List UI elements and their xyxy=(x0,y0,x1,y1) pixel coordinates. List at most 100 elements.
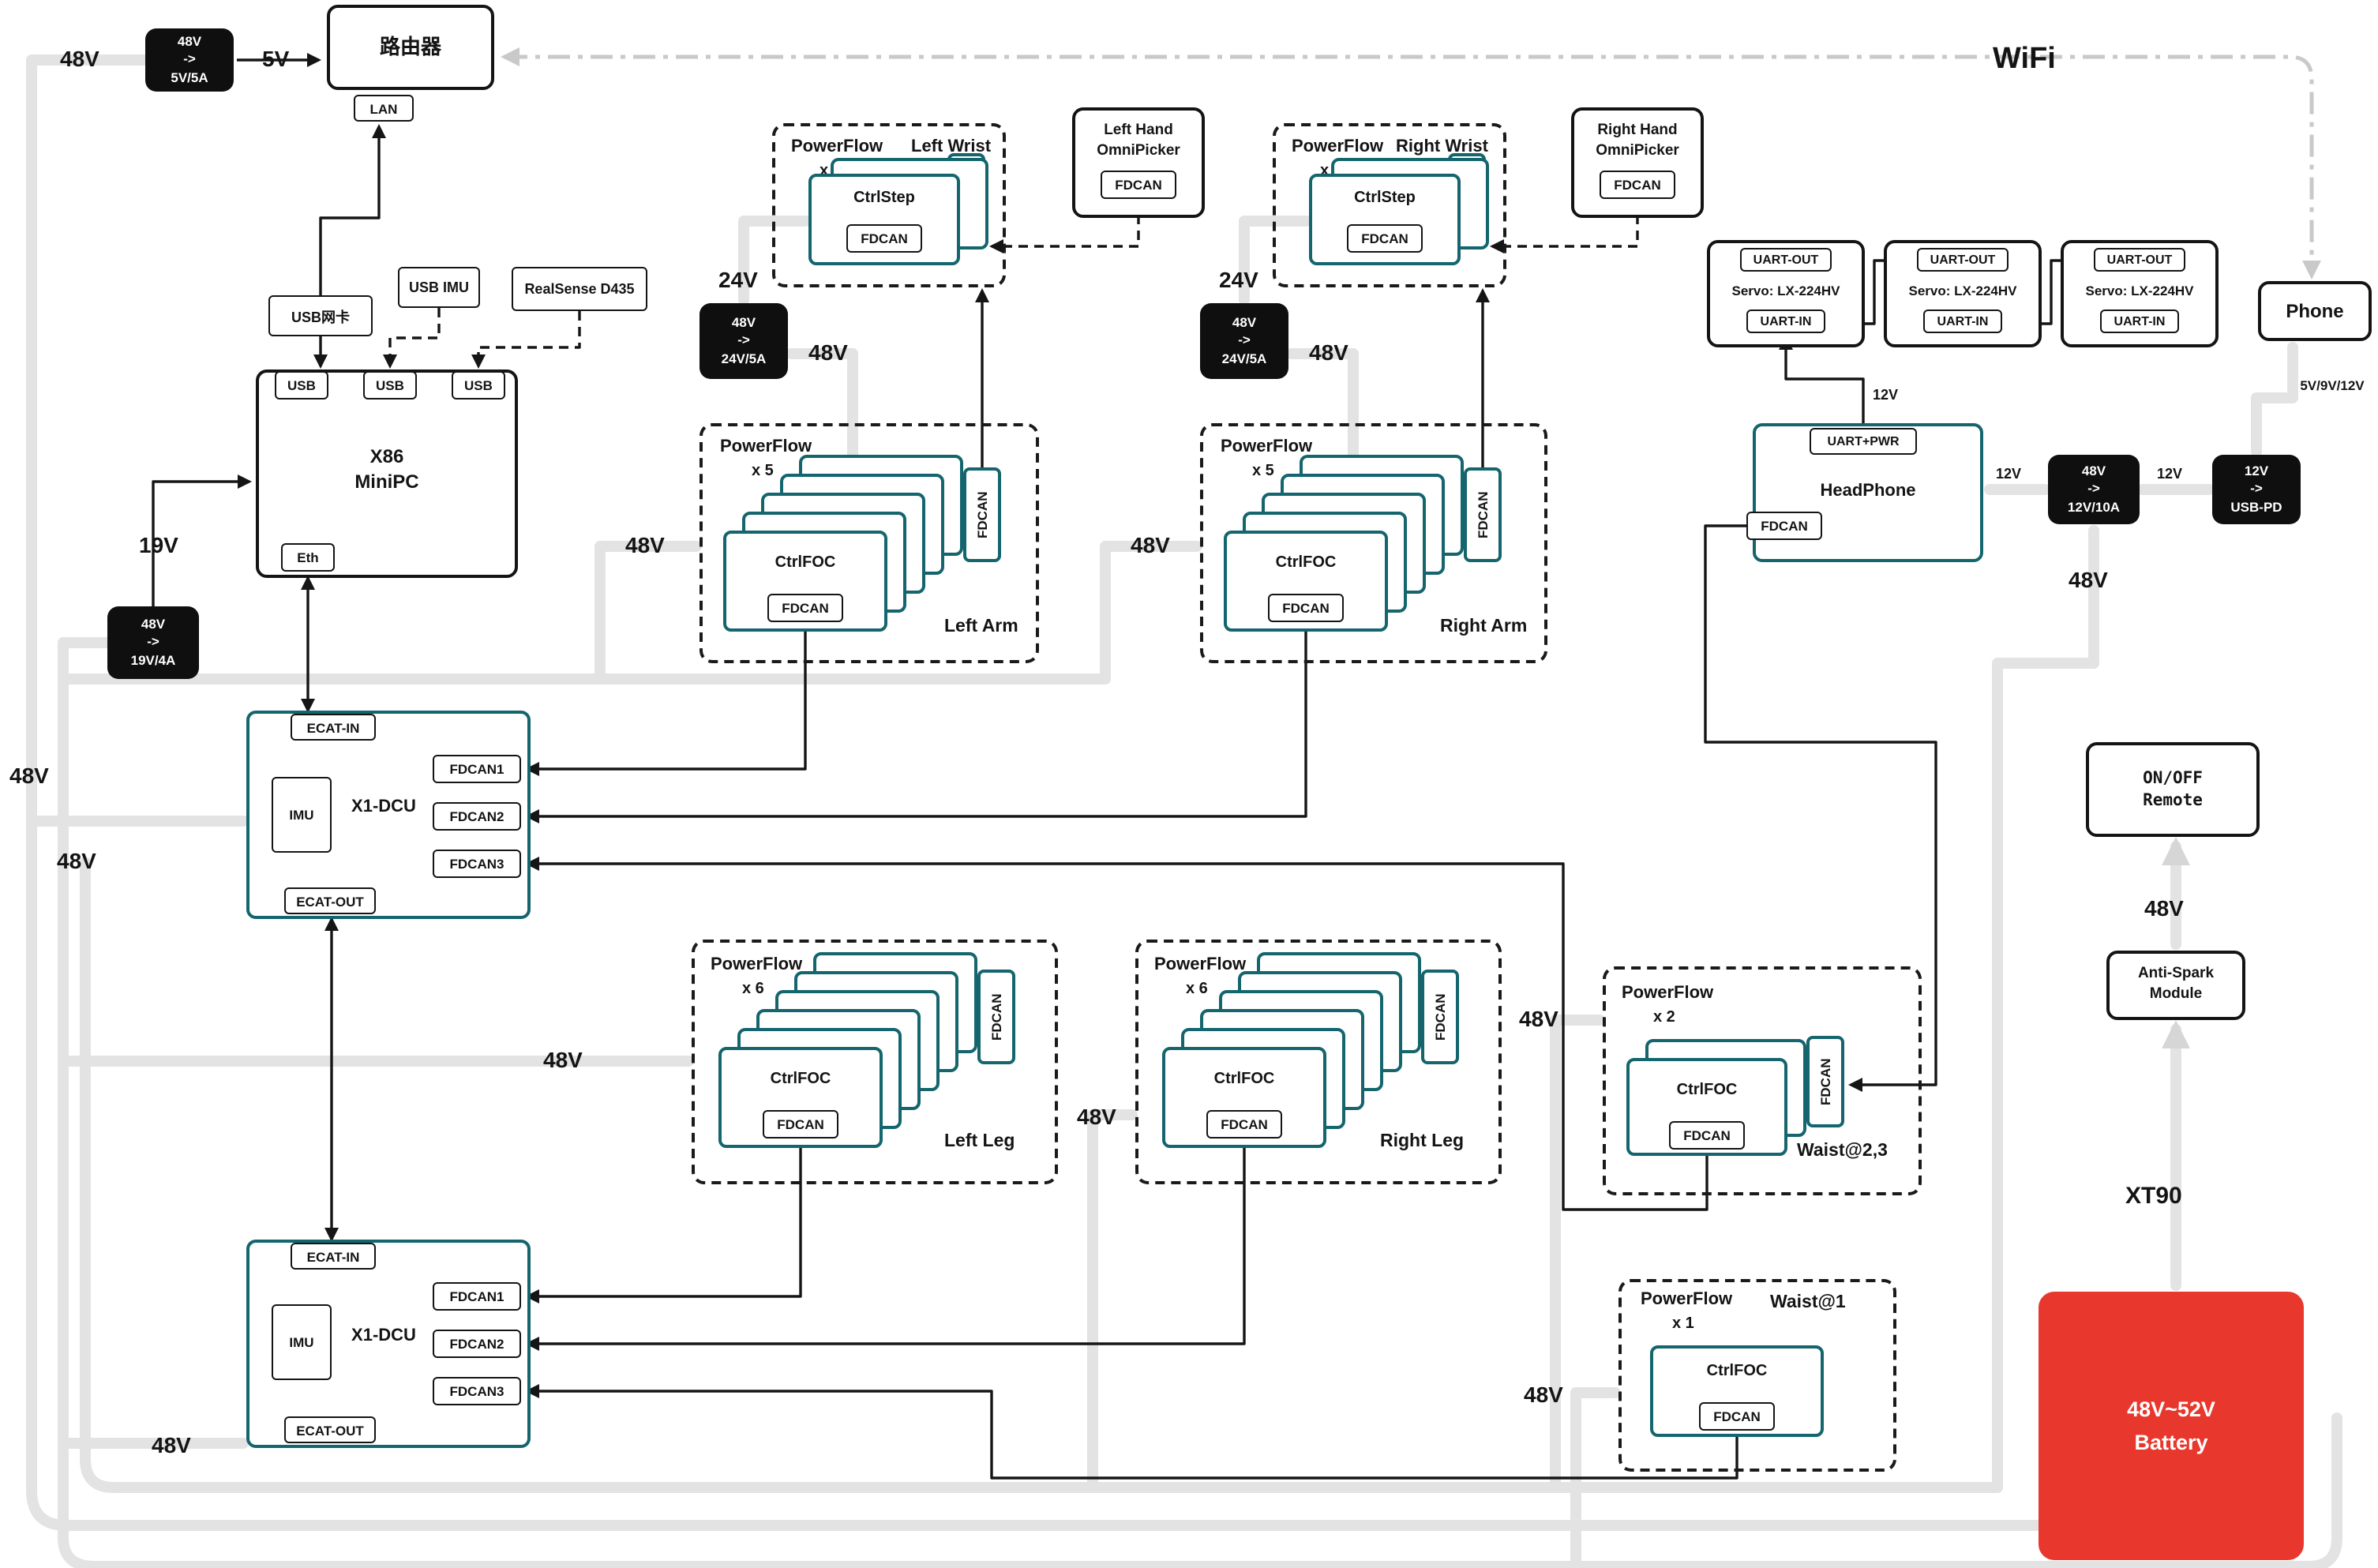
powerflow-count: x 6 xyxy=(1186,981,1208,998)
uart-out-port: UART-OUT xyxy=(1917,248,2009,272)
label-48v-edge: 48V xyxy=(9,763,49,788)
dcu2-ecat-in-port: ECAT-IN xyxy=(291,1243,376,1270)
minipc-title-2: MiniPC xyxy=(354,471,419,493)
converter-out: 24V/5A xyxy=(1221,350,1267,366)
converter-48v-to-24v-left: 48V -> 24V/5A xyxy=(700,303,788,379)
converter-in: 48V xyxy=(141,616,166,632)
ctrlfoc-label: CtrlFOC xyxy=(1275,554,1337,572)
hand-type: OmniPicker xyxy=(1097,141,1180,159)
label-48v-top: 48V xyxy=(60,46,99,71)
label-48v-arm-right: 48V xyxy=(1131,532,1170,557)
label-48v-wrist-left: 48V xyxy=(808,339,848,365)
fdcan-port: FDCAN xyxy=(846,224,922,253)
minipc-title-1: X86 xyxy=(369,445,404,467)
dcu1-fdcan1-port: FDCAN1 xyxy=(433,755,521,783)
powerflow-count: x 1 xyxy=(1672,1315,1694,1333)
dcu1-imu-box: IMU xyxy=(272,777,332,853)
group-name-left-arm: Left Arm xyxy=(944,617,1018,636)
powerflow-title: PowerFlow xyxy=(1641,1290,1733,1309)
ctrlfoc-card xyxy=(723,531,887,632)
group-name-left-leg: Left Leg xyxy=(944,1132,1015,1151)
dcu1-fdcan2-port: FDCAN2 xyxy=(433,802,521,831)
powerflow-title: PowerFlow xyxy=(1622,984,1714,1003)
usb-imu-box: USB IMU xyxy=(398,267,480,308)
powerflow-count: x 2 xyxy=(1653,1009,1675,1026)
powerflow-title: PowerFlow xyxy=(711,955,803,974)
anti-spark-line2: Module xyxy=(2149,985,2203,1003)
eth-port: Eth xyxy=(281,543,335,572)
router-box: 路由器 xyxy=(327,5,494,90)
fdcan-tab: FDCAN xyxy=(977,970,1015,1064)
converter-48v-to-19v: 48V -> 19V/4A xyxy=(107,606,199,679)
converter-48v-to-24v-right: 48V -> 24V/5A xyxy=(1200,303,1288,379)
servo-name: Servo: LX-224HV xyxy=(1908,283,2017,298)
headphone-title: HeadPhone xyxy=(1820,482,1916,501)
ctrlstep-label: CtrlStep xyxy=(1354,189,1416,207)
powerflow-waist1-group xyxy=(1618,1279,1896,1472)
label-12v-usbpd: 12V xyxy=(2157,466,2183,482)
ctrlfoc-label: CtrlFOC xyxy=(1213,1071,1275,1088)
label-12v-servo: 12V xyxy=(1873,387,1899,403)
anti-spark-line1: Anti-Spark xyxy=(2137,965,2215,983)
fdcan-port: FDCAN xyxy=(1600,171,1675,199)
powerflow-left-arm-group xyxy=(700,423,1039,663)
realsense-box: RealSense D435 xyxy=(512,267,647,311)
usb-nic-box: USB网卡 xyxy=(268,295,373,336)
label-5v: 5V xyxy=(262,46,290,71)
converter-arrow: -> xyxy=(2087,480,2100,497)
uart-pwr-port: UART+PWR xyxy=(1810,428,1917,455)
wifi-line xyxy=(501,47,2321,279)
converter-in: 48V xyxy=(731,314,756,331)
fdcan-tab: FDCAN xyxy=(1421,970,1459,1064)
converter-in: 48V xyxy=(2081,463,2106,479)
dcu2-fdcan1-port: FDCAN1 xyxy=(433,1282,521,1311)
uart-in-port: UART-IN xyxy=(2100,309,2179,333)
fdcan-port: FDCAN xyxy=(1347,224,1423,253)
label-48v-waist23: 48V xyxy=(1519,1006,1558,1031)
label-48v-conv12: 48V xyxy=(2069,567,2108,592)
label-48v-remote: 48V xyxy=(2144,895,2184,921)
usb-port-3: USB xyxy=(452,371,505,400)
hand-name: Left Hand xyxy=(1104,122,1173,139)
ctrlfoc-label: CtrlFOC xyxy=(775,554,836,572)
converter-out: 24V/5A xyxy=(721,350,767,366)
powerflow-title: PowerFlow xyxy=(1292,137,1384,156)
phone-box: Phone xyxy=(2258,281,2372,341)
converter-out: 12V/10A xyxy=(2067,498,2121,515)
dcu2-fdcan3-port: FDCAN3 xyxy=(433,1377,521,1405)
group-name-right-arm: Right Arm xyxy=(1440,617,1528,636)
powerflow-right-leg-group xyxy=(1135,940,1502,1184)
group-name-waist23: Waist@2,3 xyxy=(1797,1142,1888,1161)
fdcan-tab: FDCAN xyxy=(1806,1036,1844,1127)
powerflow-count: x 5 xyxy=(752,463,774,480)
powerflow-title: PowerFlow xyxy=(720,437,812,456)
converter-arrow: -> xyxy=(147,633,159,650)
fdcan-tab: FDCAN xyxy=(963,467,1001,562)
dcu1-title: X1-DCU xyxy=(351,797,416,816)
powerflow-waist23-group xyxy=(1603,966,1922,1195)
dcu2-title: X1-DCU xyxy=(351,1326,416,1345)
battery-box: 48V~52V Battery xyxy=(2039,1292,2304,1560)
converter-in: 12V xyxy=(2244,463,2269,479)
label-24v-left: 24V xyxy=(718,267,758,292)
label-48v-dcu2: 48V xyxy=(152,1432,191,1457)
label-xt90: XT90 xyxy=(2125,1183,2182,1210)
right-hand-box: Right Hand OmniPicker xyxy=(1571,107,1704,218)
battery-label: Battery xyxy=(2134,1431,2208,1454)
usb-port-1: USB xyxy=(275,371,328,400)
label-48v-arm-left: 48V xyxy=(625,532,665,557)
ctrlfoc-label: CtrlFOC xyxy=(1706,1363,1768,1380)
label-19v: 19V xyxy=(139,532,178,557)
label-wifi: WiFi xyxy=(1993,43,2056,76)
battery-voltage: 48V~52V xyxy=(2127,1397,2215,1421)
ctrlfoc-label: CtrlFOC xyxy=(1676,1082,1738,1099)
fdcan-port: FDCAN xyxy=(1669,1121,1745,1150)
powerflow-count: x 6 xyxy=(742,981,764,998)
label-48v-mid: 48V xyxy=(57,848,96,873)
hand-name: Right Hand xyxy=(1597,122,1678,139)
converter-in: 48V xyxy=(177,33,202,50)
usb-port-2: USB xyxy=(363,371,417,400)
powerflow-title: PowerFlow xyxy=(1221,437,1313,456)
group-name-waist1: Waist@1 xyxy=(1770,1293,1846,1312)
